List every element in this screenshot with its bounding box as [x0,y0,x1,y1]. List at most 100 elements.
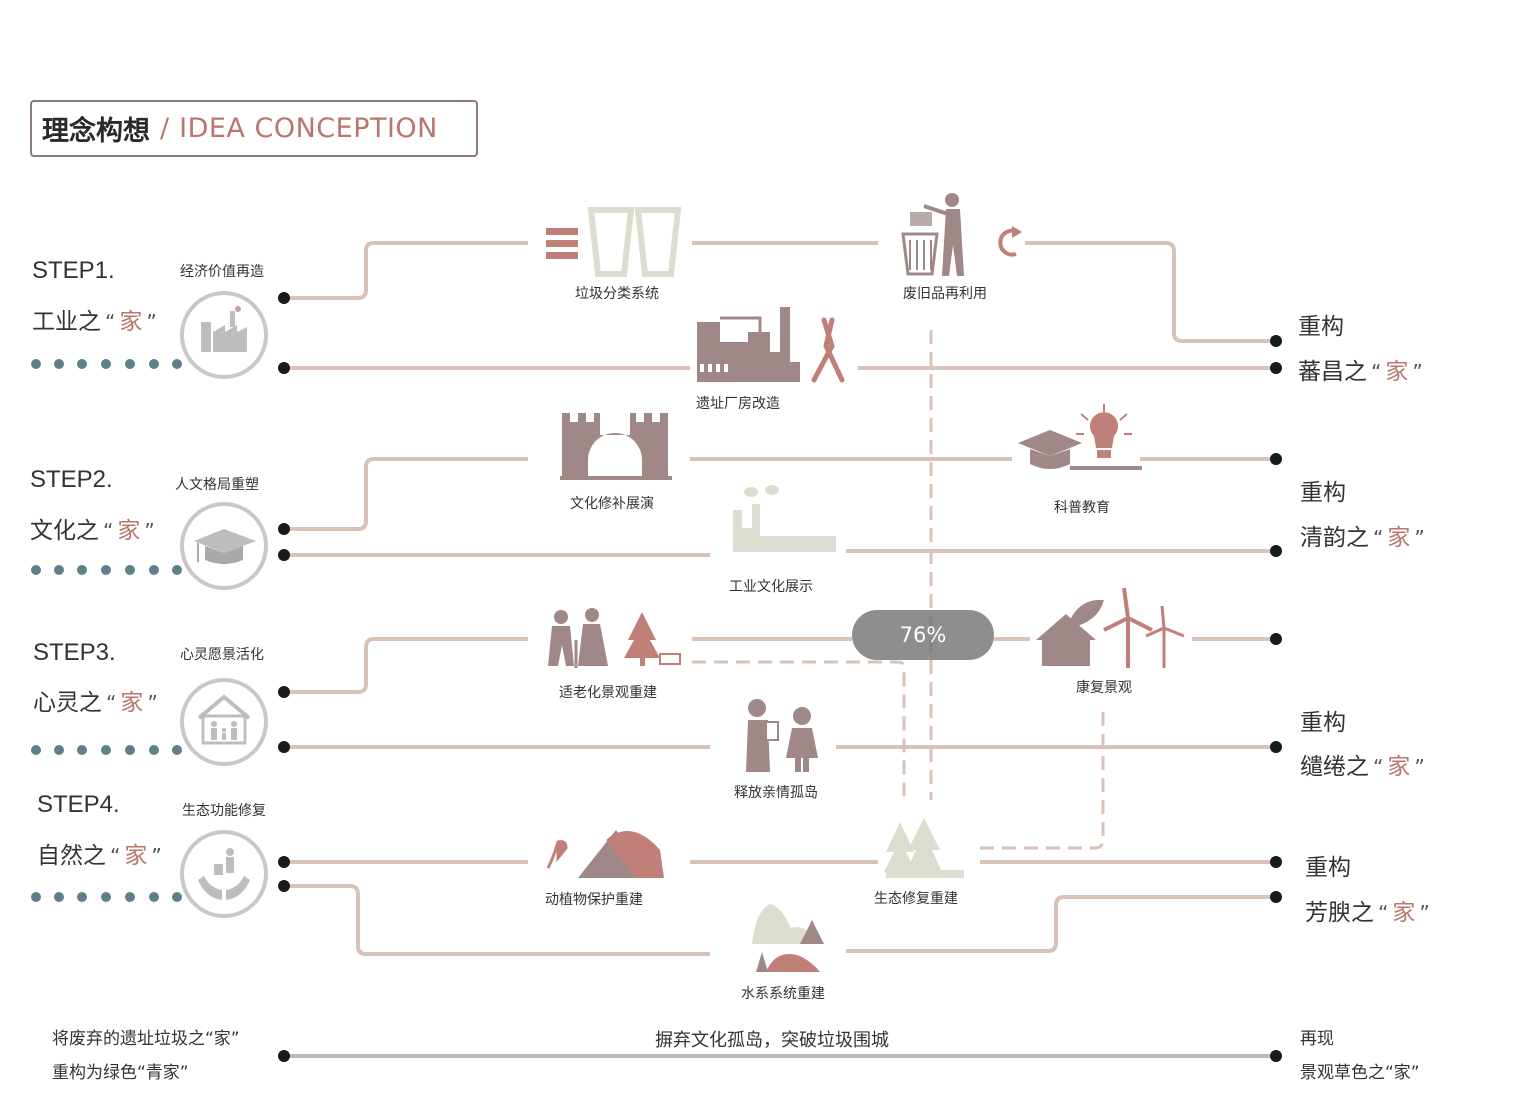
step1-subtitle: 经济价值再造 [180,264,264,280]
house-windmill-icon [1036,587,1185,668]
rebuild1-quote-close: ” [1412,360,1423,384]
family-house-icon [180,678,268,766]
bottom-left-line1: 将废弃的遗址垃圾之“家” [52,1029,240,1049]
step1-number: STEP1. [32,257,115,284]
step2-subtitle: 人文格局重塑 [175,477,259,493]
factory-tools-icon [697,307,845,383]
rebuild3-home-char: 家 [1387,754,1411,780]
zoom-indicator[interactable]: 76% [852,610,994,660]
rebuild3-home: 缱绻之“家” [1300,747,1429,781]
rebuild4-quote-open: “ [1378,901,1389,925]
step1-quote-close: ” [146,310,157,334]
label-family-island: 释放亲情孤岛 [734,785,818,801]
step4-number: STEP4. [37,791,120,818]
title-box: 理念构想 / IDEA CONCEPTION [30,100,478,157]
rebuild1-home-char: 家 [1385,359,1409,385]
industrial-chimney-icon [733,485,836,552]
rebuild3-quote-close: ” [1414,755,1425,779]
label-eco-restoration: 生态修复重建 [874,891,958,907]
label-wildlife-protection: 动植物保护重建 [545,892,643,908]
step3-home-prefix: 心灵之 [33,690,102,716]
step1-home: 工业之“家” [32,302,161,336]
step4-quote-close: ” [151,844,162,868]
rebuild2-home: 清韵之“家” [1300,518,1429,552]
heron-mountain-icon [546,830,664,878]
step2-home: 文化之“家” [30,511,159,545]
sorting-bins-icon [546,207,682,277]
label-elderly-landscape: 适老化景观重建 [559,685,657,701]
rebuild3-prefix: 缱绻之 [1300,754,1369,780]
flow-line-s3-top-in [285,637,528,694]
step4-home-prefix: 自然之 [37,843,106,869]
step3-number: STEP3. [33,639,116,666]
hands-recycle-icon [180,830,268,918]
step3-quote-close: ” [147,691,158,715]
step4-home-char: 家 [124,843,148,869]
flow-line-s4-bottom-in [285,884,710,956]
flow-lines [285,241,1276,956]
label-reuse: 废旧品再利用 [903,286,987,302]
rebuild1-prefix: 蕃昌之 [1298,359,1367,385]
step2-home-prefix: 文化之 [30,518,99,544]
rebuild1-quote-open: “ [1371,360,1382,384]
step1-home-prefix: 工业之 [32,309,101,335]
trash-recycle-icon [901,193,1022,276]
step-dot-rows [31,359,182,902]
step2-home-char: 家 [117,518,141,544]
step2-number: STEP2. [30,466,113,493]
rebuild4-home-char: 家 [1392,900,1416,926]
graduation-cap-icon [180,502,268,590]
bottom-left-line2: 重构为绿色“青家” [52,1063,189,1083]
rebuild4-home: 芳腴之“家” [1305,893,1434,927]
parent-child-icon [746,699,818,772]
bottom-right-line1: 再现 [1300,1029,1334,1049]
rebuild4-title: 重构 [1305,855,1351,881]
dashed-connectors [692,330,1105,850]
castle-gate-icon [560,413,672,480]
step2-quote-close: ” [144,519,155,543]
endpoint-dots [278,292,1282,1062]
flow-line-s2-top-in [285,457,528,531]
rebuild2-prefix: 清韵之 [1300,525,1369,551]
bottom-right-line2: 景观草色之“家” [1300,1063,1420,1083]
label-culture-repair: 文化修补展演 [570,496,654,512]
rebuild1-home: 蕃昌之“家” [1298,352,1427,386]
label-industrial-culture: 工业文化展示 [729,579,813,595]
step4-home: 自然之“家” [37,836,166,870]
rebuild2-quote-close: ” [1414,526,1425,550]
flow-line-s4-bottom-out [846,895,1276,953]
step3-subtitle: 心灵愿景活化 [180,647,264,663]
step3-quote-open: “ [106,691,117,715]
factory-icon [180,291,268,379]
rebuild3-title: 重构 [1300,710,1346,736]
hill-water-icon [752,904,824,972]
label-rehab-landscape: 康复景观 [1076,680,1132,696]
label-factory-renovation: 遗址厂房改造 [696,396,780,412]
step2-quote-open: “ [103,519,114,543]
rebuild3-quote-open: “ [1373,755,1384,779]
step4-quote-open: “ [110,844,121,868]
flow-line-s1-top-in [285,241,528,300]
title-en: IDEA CONCEPTION [179,113,438,144]
label-waste-sorting: 垃圾分类系统 [575,286,659,302]
education-bulb-icon [1018,404,1142,470]
step1-home-char: 家 [119,309,143,335]
label-science-education: 科普教育 [1054,500,1110,516]
forest-icon [884,818,964,878]
label-water-system: 水系系统重建 [741,986,825,1002]
title-cn: 理念构想 [42,116,150,147]
rebuild4-quote-close: ” [1419,901,1430,925]
elderly-tree-icon [548,608,681,668]
step3-home: 心灵之“家” [33,683,162,717]
rebuild1-title: 重构 [1298,314,1344,340]
step3-home-char: 家 [120,690,144,716]
rebuild4-prefix: 芳腴之 [1305,900,1374,926]
step4-subtitle: 生态功能修复 [182,803,266,819]
zoom-level: 76% [899,623,947,647]
rebuild2-quote-open: “ [1373,526,1384,550]
bottom-middle-slogan: 摒弃文化孤岛，突破垃圾围城 [655,1030,889,1051]
title-separator: / [160,113,170,144]
rebuild2-home-char: 家 [1387,525,1411,551]
flow-line-s1-top-out [1025,241,1276,343]
